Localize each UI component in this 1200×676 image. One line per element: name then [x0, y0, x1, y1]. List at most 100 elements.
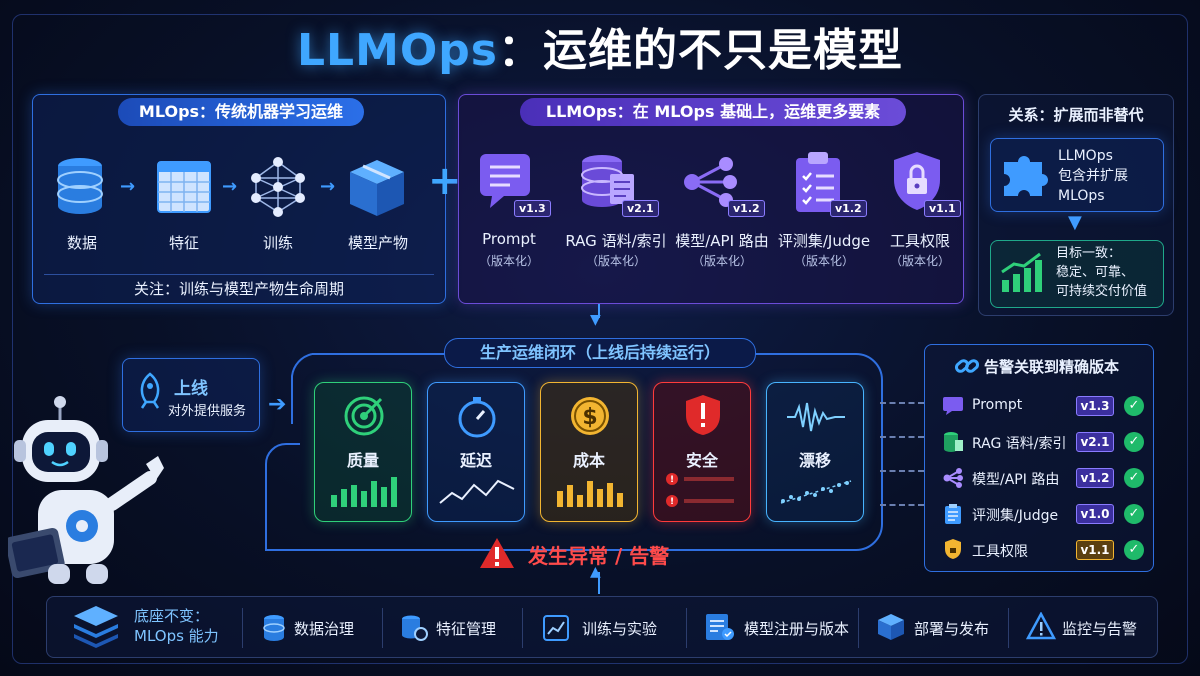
registry-document-icon — [706, 614, 734, 640]
alert-text: 发生异常 / 告警 — [528, 544, 670, 568]
svg-text:!: ! — [670, 475, 674, 485]
card-label: 质量 — [346, 451, 379, 470]
version-badge: v1.1 — [924, 200, 961, 217]
relation-header: 关系：扩展而非替代 — [1008, 106, 1144, 124]
card-label: 延迟 — [459, 451, 492, 470]
deploy-box-icon — [878, 614, 904, 640]
launch-title: 上线 — [174, 379, 208, 399]
svg-text:$: $ — [582, 405, 597, 430]
rocket-icon — [140, 372, 160, 409]
shield-lock-icon — [894, 152, 940, 210]
down-arrow-icon: ▼ — [590, 312, 601, 328]
llmops-item-sub: （版本化） — [691, 254, 752, 268]
relation-goal-text: 目标一致：稳定、可靠、可持续交付价值 — [1056, 246, 1148, 299]
outer-frame — [12, 14, 1188, 664]
bar-sparkline — [331, 477, 397, 507]
llmops-header: LLMOps：在 MLOps 基础上，运维更多要素 — [520, 98, 906, 126]
card-security: 安全 !! — [653, 382, 751, 522]
dashed-connector — [880, 436, 924, 438]
warning-icon — [1026, 612, 1056, 640]
growth-chart-icon — [1001, 252, 1042, 292]
neural-network-icon — [251, 157, 305, 217]
check-icon: ✓ — [1124, 540, 1144, 560]
page-title: LLMOps：运维的不只是模型 — [297, 25, 903, 76]
line-sparkline — [439, 479, 515, 504]
dashed-connector — [880, 402, 924, 404]
check-icon: ✓ — [1124, 468, 1144, 488]
base-item: 特征管理 — [436, 620, 497, 638]
check-icon: ✓ — [1124, 432, 1144, 452]
bar-sparkline — [557, 481, 623, 507]
llmops-item-label: 工具权限 — [889, 232, 950, 250]
link-icon — [954, 359, 980, 373]
rag-database-icon — [944, 432, 963, 452]
launch-box — [122, 358, 260, 432]
svg-text:!: ! — [670, 497, 674, 507]
divider — [242, 608, 243, 648]
version-badge: v1.2 — [830, 200, 867, 217]
base-item: 模型注册与版本 — [744, 620, 850, 638]
clipboard-icon — [945, 504, 961, 524]
base-item: 部署与发布 — [914, 620, 990, 638]
clipboard-checklist-icon — [796, 152, 840, 212]
step-label: 特征 — [168, 234, 199, 252]
mlops-header: MLOps：传统机器学习运维 — [118, 98, 364, 126]
target-icon — [344, 396, 384, 436]
mlops-focus: 关注：训练与模型产物生命周期 — [133, 280, 344, 298]
llmops-item-sub: （版本化） — [889, 254, 950, 268]
launch-sub: 对外提供服务 — [168, 404, 247, 419]
llmops-item-label: 评测集/Judge — [777, 232, 871, 250]
divider — [44, 274, 434, 275]
rag-database-icon — [581, 155, 634, 207]
card-drift: 漂移 — [766, 382, 864, 522]
card-latency: 延迟 — [427, 382, 525, 522]
feature-database-icon — [402, 615, 428, 641]
database-icon — [57, 158, 103, 214]
llmops-item-label: RAG 语料/索引 — [565, 232, 667, 250]
connector-line — [598, 304, 600, 318]
divider — [686, 608, 687, 648]
version-badge: v1.3 — [514, 200, 551, 217]
chart-monitor-icon — [543, 615, 569, 641]
warning-icon — [480, 538, 514, 568]
arrow-icon: → — [320, 176, 336, 197]
alert-list-icon: !! — [666, 473, 734, 507]
layers-stack-icon — [74, 606, 118, 648]
card-label: 漂移 — [798, 451, 831, 470]
puzzle-icon — [1004, 156, 1048, 196]
version-badge: v1.2 — [728, 200, 765, 217]
arrow-icon: ➔ — [268, 392, 287, 417]
relation-box-goal — [990, 240, 1164, 308]
llmops-item-sub: （版本化） — [585, 254, 646, 268]
dashed-connector — [880, 504, 924, 506]
card-label: 成本 — [572, 451, 605, 470]
step-label: 数据 — [66, 234, 97, 252]
stopwatch-icon — [458, 397, 496, 438]
dollar-coin-icon: $ — [571, 397, 609, 435]
llmops-item-label: Prompt — [482, 230, 536, 248]
step-label: 模型产物 — [347, 234, 408, 252]
mapping-header: 告警关联到精确版本 — [984, 358, 1120, 376]
llmops-item-sub: （版本化） — [478, 254, 539, 268]
base-item: 监控与告警 — [1062, 620, 1138, 638]
card-quality: 质量 — [314, 382, 412, 522]
base-item: 训练与实验 — [582, 620, 658, 638]
shield-alert-icon — [686, 395, 720, 435]
scatter-sparkline — [780, 480, 852, 504]
arrow-icon: → — [222, 176, 238, 197]
divider — [858, 608, 859, 648]
card-cost: $ 成本 — [540, 382, 638, 522]
step-label: 训练 — [262, 234, 293, 252]
plus-icon: + — [428, 158, 462, 204]
mapping-panel — [924, 344, 1154, 572]
arrow-icon: → — [120, 176, 136, 197]
llmops-item-sub: （版本化） — [793, 254, 854, 268]
card-label: 安全 — [685, 451, 718, 470]
robot-mascot-illustration — [8, 396, 164, 584]
divider — [1008, 608, 1009, 648]
base-bar — [46, 596, 1158, 658]
